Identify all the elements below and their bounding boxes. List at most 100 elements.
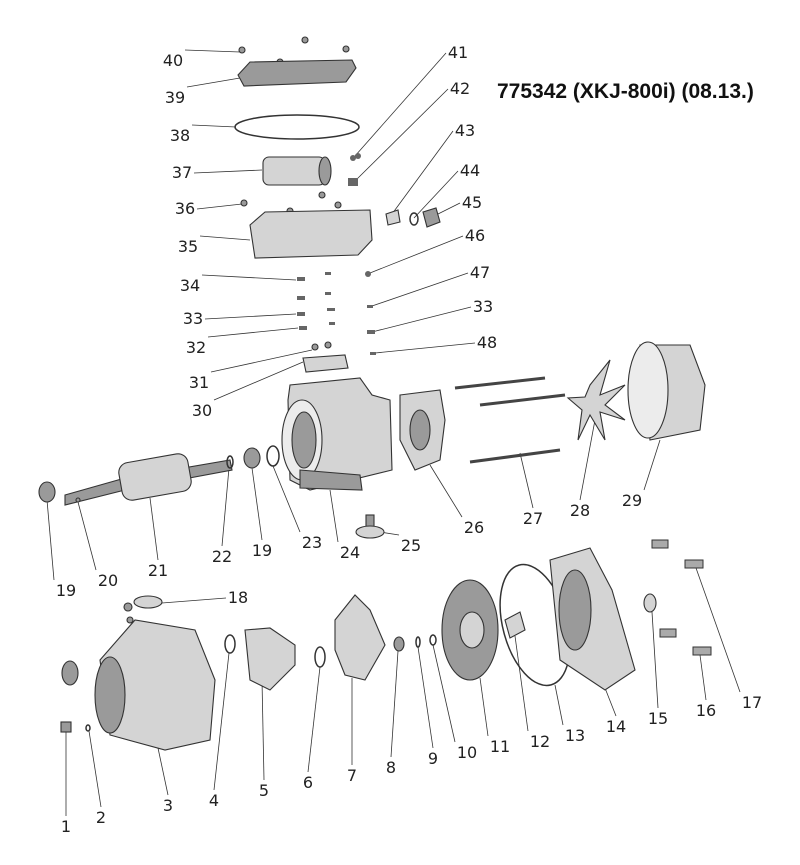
fan-cover-29 (627, 341, 706, 441)
leader-line (77, 501, 97, 571)
part-label: 16 (696, 701, 716, 720)
motor-housing-24 (281, 377, 393, 491)
plug-left (61, 660, 79, 686)
washer-2 (85, 724, 91, 732)
terminal-block-30 (302, 341, 349, 373)
leader-line (371, 306, 472, 333)
part-label: 40 (163, 51, 183, 70)
leader-line (213, 361, 304, 401)
part-label: 21 (148, 561, 168, 580)
nut-45 (422, 207, 441, 228)
part-label: 45 (462, 193, 482, 212)
leader-line (417, 646, 434, 749)
leader-line (196, 203, 243, 210)
capacitor-37 (262, 156, 332, 186)
part-label: 7 (347, 766, 357, 785)
pump-body-3 (94, 619, 216, 751)
leader-line (193, 169, 263, 174)
leader-line (307, 666, 321, 773)
part-label: 44 (460, 161, 480, 180)
leader-line (519, 452, 534, 509)
part-label: 22 (212, 547, 232, 566)
leader-line (161, 597, 227, 604)
part-label: 3 (163, 796, 173, 815)
part-label: 10 (457, 743, 477, 762)
leader-line (199, 235, 251, 241)
leader-line (651, 611, 659, 709)
bolts-16-17 (651, 539, 712, 656)
leader-line (329, 489, 339, 543)
leader-line (210, 349, 313, 373)
leader-line (46, 499, 55, 581)
part-label: 29 (622, 491, 642, 510)
leader-line (643, 439, 661, 491)
part-label: 38 (170, 126, 190, 145)
leader-line (579, 419, 596, 501)
terminal-parts-34-33-32 (297, 272, 335, 330)
part-label: 39 (165, 88, 185, 107)
part-label: 36 (175, 199, 195, 218)
part-label: 33 (473, 297, 493, 316)
priming-plug-18 (133, 595, 163, 609)
part-label: 33 (183, 309, 203, 328)
part-label: 47 (470, 263, 490, 282)
seal-23 (266, 445, 280, 467)
part-label: 23 (302, 533, 322, 552)
foot-25 (355, 514, 385, 539)
part-label: 20 (98, 571, 118, 590)
leader-line (149, 497, 159, 561)
part-label: 27 (523, 509, 543, 528)
part-label: 32 (186, 338, 206, 357)
leader-line (261, 679, 265, 781)
o-ring-6 (314, 646, 326, 668)
ring-22 (226, 455, 234, 469)
bearing-19-right (243, 447, 261, 469)
part-label: 34 (180, 276, 200, 295)
part-label: 35 (178, 237, 198, 256)
diagram-title: 775342 (XKJ-800i) (08.13.) (497, 80, 754, 103)
end-shield-26 (399, 389, 446, 471)
part-label: 9 (428, 749, 438, 768)
leader-line (695, 567, 741, 693)
leader-line (354, 52, 447, 157)
part-label: 41 (448, 43, 468, 62)
leader-line (191, 124, 237, 128)
key-20 (75, 497, 81, 503)
part-label: 42 (450, 79, 470, 98)
leader-line (390, 650, 399, 758)
leader-line (201, 274, 297, 281)
part-number-labels: 4039383736353433323130414243444546473348… (56, 43, 762, 836)
part-label: 2 (96, 808, 106, 827)
leader-line (184, 49, 241, 53)
terminal-box-35 (249, 209, 373, 259)
part-label: 46 (465, 226, 485, 245)
part-label: 43 (455, 121, 475, 140)
fan-28 (566, 359, 626, 441)
leader-line (554, 684, 564, 726)
seal-44 (409, 212, 419, 226)
part-label: 5 (259, 781, 269, 800)
leader-line (251, 467, 263, 541)
leader-line (699, 654, 707, 701)
leader-line (432, 644, 456, 743)
drain-plug-1 (60, 721, 72, 733)
leader-line (204, 313, 297, 320)
part-label: 8 (386, 758, 396, 777)
part-label: 31 (189, 373, 209, 392)
diffuser-7 (334, 594, 386, 681)
leader-line (157, 747, 169, 796)
cable-gland-43 (385, 209, 401, 226)
part-label: 6 (303, 773, 313, 792)
part-label: 18 (228, 588, 248, 607)
leader-line (272, 465, 301, 533)
leader-line (207, 327, 299, 338)
nut-8 (393, 636, 405, 652)
part-label: 37 (172, 163, 192, 182)
leader-line (413, 170, 459, 219)
part-label: 26 (464, 518, 484, 537)
leader-line (221, 467, 230, 547)
terminal-box-cover-39 (237, 59, 357, 87)
leader-line (429, 464, 463, 518)
mechanical-seal-12 (504, 611, 526, 639)
